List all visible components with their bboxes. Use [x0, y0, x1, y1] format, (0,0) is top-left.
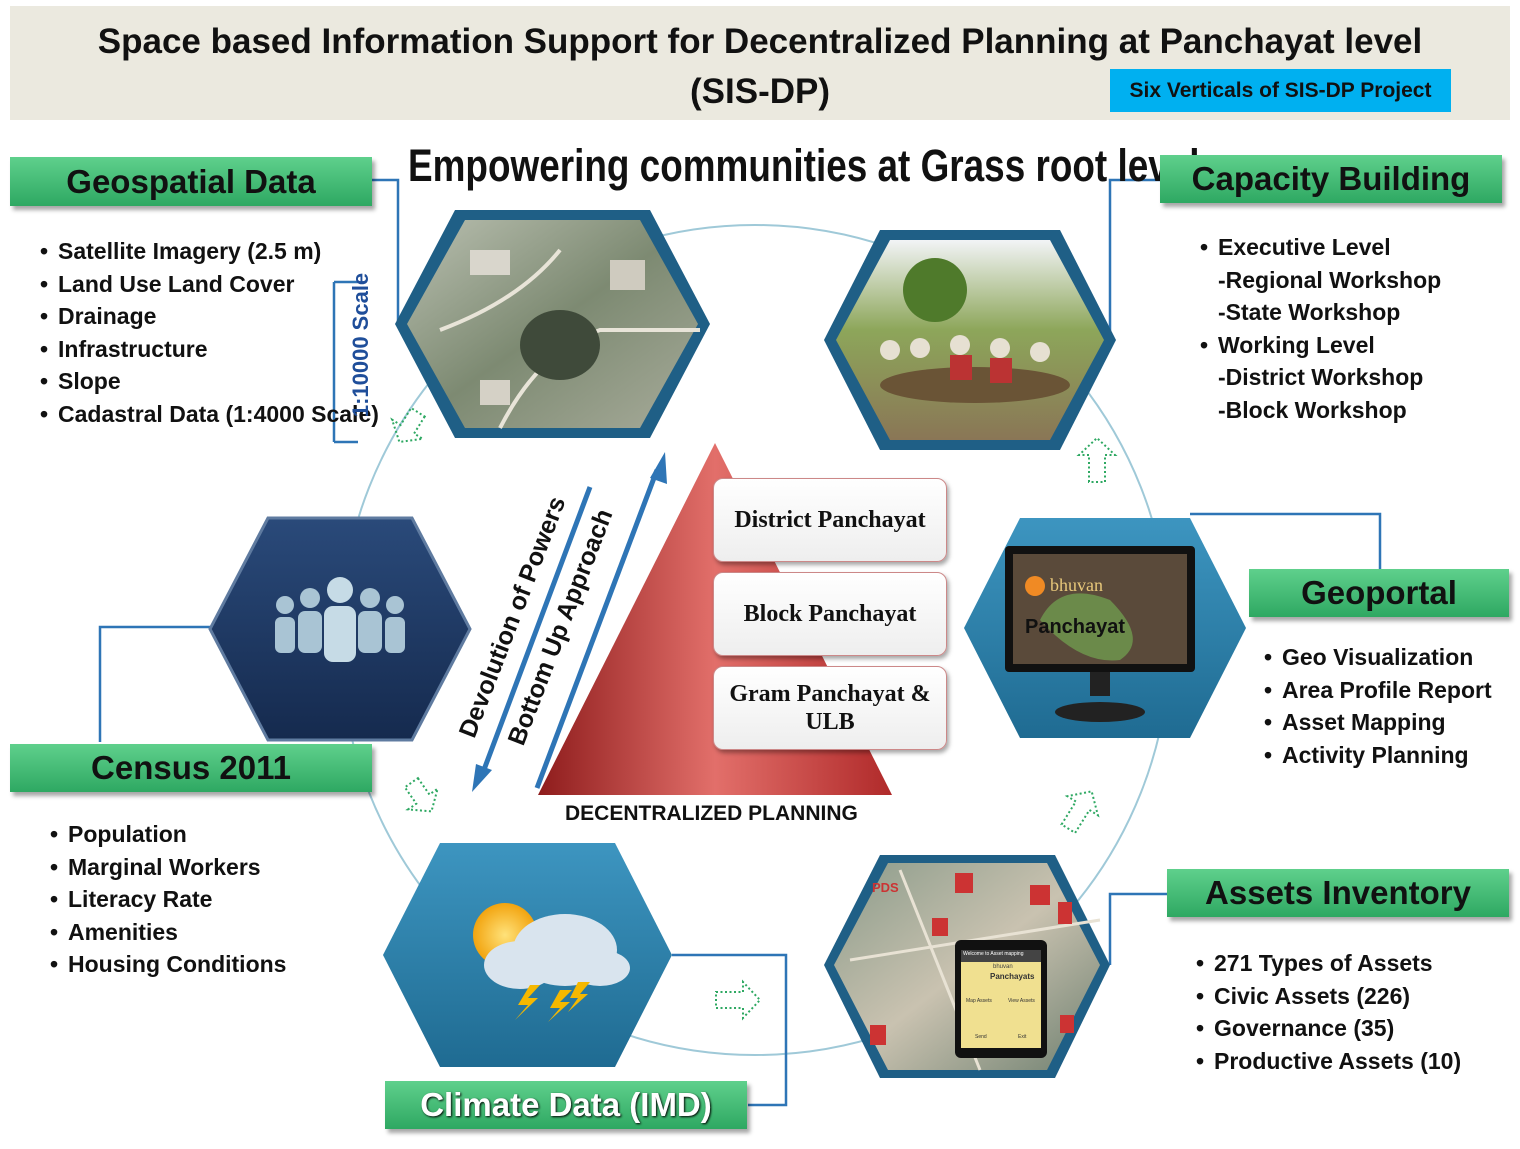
- flow-arrows: [390, 406, 1118, 1021]
- lightning-icon: [515, 982, 590, 1022]
- list-item: Asset Mapping: [1264, 706, 1492, 739]
- geoportal-title: Geoportal: [1249, 569, 1509, 617]
- scale-note: 1:10000 Scale: [348, 273, 373, 417]
- phone-button: View Assets: [1008, 998, 1035, 1004]
- list-item: Drainage: [40, 300, 379, 333]
- list-item: -Regional Workshop: [1218, 266, 1442, 293]
- list-item: Governance (35): [1196, 1012, 1461, 1045]
- cloud-icon: [484, 914, 630, 989]
- census-title: Census 2011: [10, 744, 372, 792]
- asset-marker-icons: [870, 873, 1074, 1045]
- list-item: Area Profile Report: [1264, 674, 1492, 707]
- list-item: -District Workshop: [1218, 364, 1424, 390]
- list-item: Geo Visualization: [1264, 641, 1492, 674]
- planning-label: DECENTRALIZED PLANNING: [565, 802, 858, 825]
- phone-brand: bhuvan: [993, 964, 1013, 970]
- capacity-list: Executive Level -Regional Workshop -Stat…: [1200, 231, 1441, 426]
- svg-text:1:10000 Scale: 1:10000 Scale: [348, 273, 373, 417]
- geospatial-hexagon: [395, 210, 710, 438]
- geospatial-list: Satellite Imagery (2.5 m) Land Use Land …: [40, 235, 379, 430]
- screen-brand: bhuvan: [1050, 575, 1103, 595]
- list-item: Productive Assets (10): [1196, 1045, 1461, 1078]
- assets-title: Assets Inventory: [1167, 869, 1509, 917]
- list-item: Infrastructure: [40, 333, 379, 366]
- list-item: Civic Assets (226): [1196, 980, 1461, 1013]
- capacity-hexagon: [824, 230, 1116, 450]
- census-list: Population Marginal Workers Literacy Rat…: [50, 818, 286, 981]
- list-item: Executive Level: [1200, 231, 1441, 264]
- tagline: Empowering communities at Grass root lev…: [408, 140, 1200, 191]
- screen-label: Panchayat: [1025, 616, 1126, 638]
- list-item: Cadastral Data (1:4000 Scale): [40, 398, 379, 431]
- arrow-labels: Devolution of Powers Bottom Up Approach: [454, 493, 619, 749]
- list-item: Working Level: [1200, 329, 1441, 362]
- map-badge: PDS: [872, 880, 899, 895]
- geospatial-title: Geospatial Data: [10, 157, 372, 206]
- phone-header: Welcome to Asset mapping: [963, 951, 1024, 957]
- list-item: Population: [50, 818, 286, 851]
- list-item: -Block Workshop: [1218, 396, 1407, 423]
- geoportal-list: Geo Visualization Area Profile Report As…: [1264, 641, 1492, 771]
- page-title-line2: (SIS-DP): [690, 72, 830, 111]
- list-item: Satellite Imagery (2.5 m): [40, 235, 379, 268]
- assets-hexagon: [824, 855, 1110, 1078]
- bottom-up-arrow: [534, 452, 667, 789]
- list-item: Literacy Rate: [50, 883, 286, 916]
- devolution-arrow: [472, 486, 593, 792]
- tier-district: District Panchayat: [713, 478, 947, 562]
- phone-title: Panchayats: [990, 972, 1035, 981]
- people-icon: [275, 577, 405, 662]
- tier-gram: Gram Panchayat & ULB: [713, 666, 947, 750]
- assets-list: 271 Types of Assets Civic Assets (226) G…: [1196, 947, 1461, 1077]
- list-item: Slope: [40, 365, 379, 398]
- list-item: Land Use Land Cover: [40, 268, 379, 301]
- geoportal-hexagon: [964, 518, 1246, 738]
- climate-title: Climate Data (IMD): [385, 1081, 747, 1129]
- list-item: 271 Types of Assets: [1196, 947, 1461, 980]
- climate-hexagon: [383, 843, 672, 1067]
- list-item: Amenities: [50, 916, 286, 949]
- capacity-title: Capacity Building: [1160, 155, 1502, 203]
- verticals-badge: Six Verticals of SIS-DP Project: [1110, 69, 1451, 112]
- list-item: Housing Conditions: [50, 948, 286, 981]
- list-item: -State Workshop: [1218, 299, 1401, 325]
- phone-button: Exit: [1018, 1034, 1027, 1040]
- tier-block: Block Panchayat: [713, 572, 947, 656]
- list-item: Marginal Workers: [50, 851, 286, 884]
- census-hexagon: [208, 516, 472, 742]
- phone-button: Send: [975, 1034, 987, 1040]
- list-item: Activity Planning: [1264, 739, 1492, 772]
- phone-button: Map Assets: [966, 998, 992, 1004]
- page-title-line1: Space based Information Support for Dece…: [97, 22, 1423, 61]
